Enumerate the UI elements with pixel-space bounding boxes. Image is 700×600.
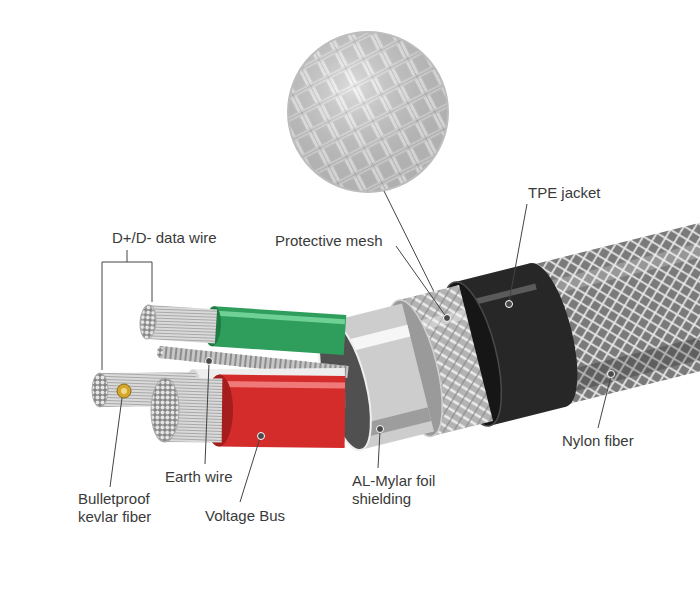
part-label: TPE jacket — [528, 184, 601, 202]
part-label: Nylon fiber — [562, 432, 634, 450]
part-label: Bulletproof kevlar fiber — [78, 490, 173, 526]
part-label: AL-Mylar foil shielding — [352, 472, 452, 508]
part-label: Protective mesh — [275, 232, 383, 250]
leader-lines — [102, 204, 611, 502]
data-wire — [139, 305, 345, 347]
part-label: Voltage Bus — [205, 507, 285, 525]
kevlar-fiber — [117, 384, 131, 398]
magnified-inset — [280, 24, 460, 318]
earth-wire — [156, 346, 348, 372]
voltage-bus-wire — [151, 374, 345, 446]
part-label: D+/D- data wire — [112, 229, 217, 247]
leader-dots — [206, 301, 615, 440]
part-label: Earth wire — [165, 468, 233, 486]
